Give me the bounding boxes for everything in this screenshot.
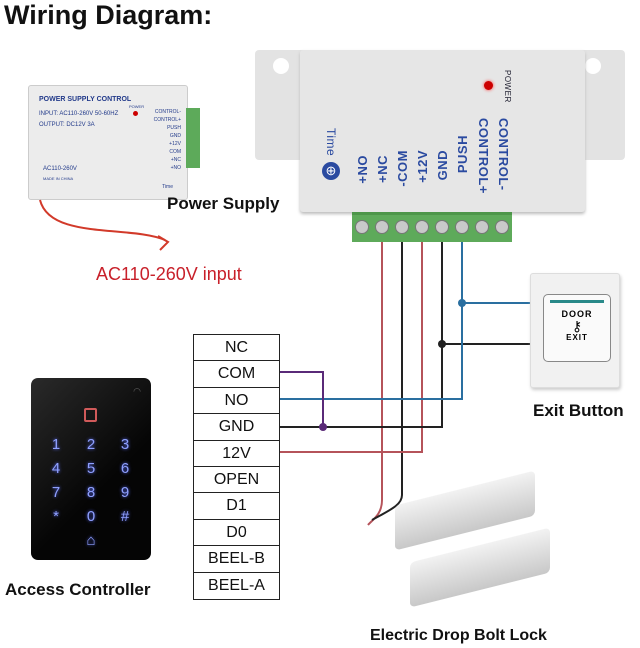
junction-dot xyxy=(438,340,446,348)
screw-icon xyxy=(475,220,489,234)
key-3[interactable]: 3 xyxy=(120,436,130,453)
ps-power-label: POWER xyxy=(129,104,145,109)
key-hash[interactable]: # xyxy=(120,508,130,525)
ac-arrow-icon xyxy=(157,235,170,251)
ac-input-label: AC110-260V input xyxy=(96,264,242,284)
lock-red-wire xyxy=(367,242,383,526)
lock-caption: Electric Drop Bolt Lock xyxy=(370,627,547,644)
ps-model: AC110-260V xyxy=(43,166,77,172)
key-9[interactable]: 9 xyxy=(120,484,130,501)
ac-input-wire xyxy=(39,199,166,241)
key-8[interactable]: 8 xyxy=(86,484,96,501)
junction-dot xyxy=(319,423,327,431)
terminal-d0: D0 xyxy=(194,520,279,547)
wifi-icon: ◠ xyxy=(133,386,141,396)
time-adjust-knob-icon[interactable]: ⊕ xyxy=(322,162,340,180)
power-supply-caption: Power Supply xyxy=(167,194,280,213)
key-6[interactable]: 6 xyxy=(120,460,130,477)
key-star[interactable]: * xyxy=(53,508,59,525)
terminal-beel-a: BEEL-A xyxy=(208,576,265,594)
key-icon: ⚷ xyxy=(571,318,583,334)
gnd-wire xyxy=(279,242,443,428)
com-gnd-jumper xyxy=(279,371,324,427)
mount-hole-icon xyxy=(273,58,289,74)
key-0[interactable]: 0 xyxy=(86,508,96,525)
terminal-com: COM xyxy=(194,361,279,388)
screw-icon xyxy=(435,220,449,234)
indicator-strip xyxy=(550,300,604,303)
terminal-beel-b: BEEL-B xyxy=(194,546,279,573)
door-label: DOOR xyxy=(561,309,593,319)
exit-label: EXIT xyxy=(566,333,588,342)
terminal-open: OPEN xyxy=(194,467,279,494)
ps-time-label: Time xyxy=(162,184,173,190)
12v-wire xyxy=(279,242,423,453)
ps-made: MADE IN CHINA xyxy=(43,176,74,181)
terminal-nc: NC xyxy=(194,335,279,362)
power-supply-body: POWER Time ⊕ +NO +NC -COM +12V GND PUSH … xyxy=(300,50,585,212)
card-reader-icon xyxy=(84,408,97,422)
junction-dot xyxy=(458,299,466,307)
small-terminal-block xyxy=(186,108,200,168)
push-no-wire xyxy=(279,242,463,400)
terminal-block xyxy=(352,212,512,242)
terminal-label-control-minus: CONTROL- xyxy=(496,118,511,191)
screw-icon xyxy=(415,220,429,234)
power-led-label: POWER xyxy=(503,70,512,103)
exit-button-device: DOOR ⚷ EXIT xyxy=(530,273,620,388)
access-controller-keypad: ◠ 1 2 3 4 5 6 7 8 9 * 0 # ⌂ xyxy=(31,378,151,560)
screw-icon xyxy=(375,220,389,234)
terminal-12v: 12V xyxy=(194,441,279,467)
key-2[interactable]: 2 xyxy=(86,436,96,453)
bell-icon[interactable]: ⌂ xyxy=(86,532,96,549)
small-power-supply-image: POWER SUPPLY CONTROL INPUT: AC110-260V 5… xyxy=(28,85,188,200)
screw-icon xyxy=(455,220,469,234)
power-led-icon xyxy=(133,111,138,116)
screw-icon xyxy=(395,220,409,234)
terminal-label-control-plus: CONTROL+ xyxy=(476,118,491,194)
screw-icon xyxy=(355,220,369,234)
exit-button-caption: Exit Button xyxy=(533,401,624,420)
diagram-title: Wiring Diagram: xyxy=(4,0,213,30)
mount-hole-icon xyxy=(585,58,601,74)
access-controller-caption: Access Controller xyxy=(5,580,151,599)
terminal-no: NO xyxy=(194,388,279,415)
key-1[interactable]: 1 xyxy=(51,436,61,453)
ps-heading: POWER SUPPLY CONTROL xyxy=(39,96,132,103)
exit-button-face[interactable]: DOOR ⚷ EXIT xyxy=(543,294,611,362)
key-7[interactable]: 7 xyxy=(51,484,61,501)
screw-icon xyxy=(495,220,509,234)
power-led-icon xyxy=(484,81,493,90)
ps-input: INPUT: AC110-260V 50-60HZ xyxy=(39,111,119,117)
key-4[interactable]: 4 xyxy=(51,460,61,477)
lock-black-wire xyxy=(371,242,403,521)
terminal-gnd: GND xyxy=(194,414,279,441)
time-label: Time xyxy=(324,128,338,157)
controller-terminal-table: NC COM NO GND 12V OPEN D1 D0 BEEL-B BEEL… xyxy=(193,334,280,600)
ps-output: OUTPUT: DC12V 3A xyxy=(39,122,95,128)
key-5[interactable]: 5 xyxy=(86,460,96,477)
terminal-d1: D1 xyxy=(194,493,279,520)
